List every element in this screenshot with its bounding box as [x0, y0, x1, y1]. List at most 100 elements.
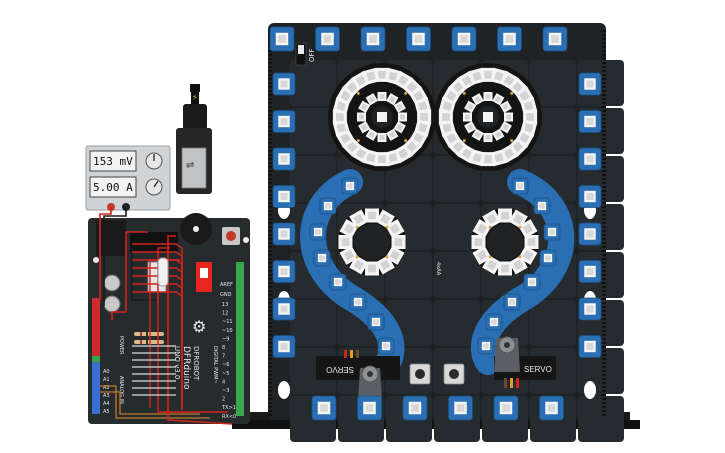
push-button-left[interactable]: [409, 363, 431, 385]
neopixel-led: [272, 110, 296, 133]
voltage-knob[interactable]: [145, 152, 163, 170]
neopixel-led: [272, 260, 296, 283]
reset-button[interactable]: [222, 227, 240, 245]
arduino-board[interactable]: ⚙ DFROBOT DFRduino UNO v3.0 DIGITAL PWM~…: [88, 213, 250, 424]
digital-header[interactable]: [236, 262, 244, 416]
strip-led-chips: [309, 177, 561, 355]
neopixel-led: [523, 273, 541, 291]
neopixel-led: [272, 335, 296, 358]
neopixel-led: [539, 249, 557, 267]
neopixel-led: [272, 297, 296, 321]
ring-led: [524, 235, 539, 249]
neopixel-led: [313, 249, 331, 267]
neopixel-ring-12-right[interactable]: [471, 208, 539, 276]
ring-led: [375, 255, 395, 275]
analog-pin-label: A3: [103, 393, 110, 399]
neopixel-led: [377, 337, 395, 355]
ring-led: [483, 91, 493, 101]
digital-pin-label: ~3: [222, 388, 229, 394]
neopixel-led: [272, 147, 296, 171]
mount-hole-2: [243, 237, 249, 243]
ring-led: [504, 112, 514, 122]
wire-bundle-red[interactable]: [132, 243, 183, 410]
ring-led: [464, 121, 477, 134]
analog-header-label: ANALOG IN: [118, 376, 124, 404]
neopixel-led: [451, 26, 477, 52]
neopixel-led: [578, 185, 602, 208]
resistor-white-pullup: [157, 257, 169, 287]
ring-led: [358, 121, 371, 134]
digital-pin-label: RX<0: [222, 414, 236, 420]
ring-led: [482, 209, 502, 229]
servo-left-label: SERVO: [326, 365, 354, 374]
power-switch[interactable]: OFF: [295, 42, 316, 66]
ring-led: [498, 261, 512, 276]
neopixel-led: [578, 147, 602, 171]
battery-label: 4xAA: [435, 262, 441, 276]
ring-led: [499, 100, 512, 113]
ring-led: [358, 100, 371, 113]
capacitor-2: [103, 295, 121, 313]
neopixel-led: [272, 222, 296, 246]
current-display: [89, 176, 137, 198]
digital-pin-label: ~11: [222, 319, 233, 325]
voltage-readout: 153 mV: [93, 155, 133, 168]
analog-pin-label: A4: [103, 401, 110, 407]
neopixel-ring-24-left[interactable]: [328, 63, 436, 171]
arduino-brand: DFROBOT: [192, 346, 200, 381]
digital-pin-label: 7: [222, 354, 225, 360]
wire-bundle-black[interactable]: [132, 345, 176, 396]
analog-pin-label: A0: [103, 369, 110, 375]
push-button-right[interactable]: [443, 363, 465, 385]
power-header-label: POWER: [118, 336, 124, 355]
neopixel-led: [448, 395, 473, 421]
neopixel-led: [367, 313, 385, 331]
neopixel-led: [272, 72, 296, 96]
neopixel-led: [511, 177, 529, 195]
bench-power-supply[interactable]: 153 mV 5.00 A: [85, 145, 171, 211]
servo-right[interactable]: SERVO: [494, 336, 556, 388]
neopixel-led: [503, 293, 521, 311]
ring-led: [499, 121, 512, 134]
neopixel-ring-12-left[interactable]: [338, 208, 406, 276]
neopixel-led: [578, 222, 602, 246]
ring-led: [365, 93, 378, 106]
ring-led: [508, 255, 528, 275]
neopixel-led: [543, 223, 561, 241]
voltage-display: [89, 150, 137, 172]
neopixel-ring-24-right[interactable]: [434, 63, 542, 171]
servo-left[interactable]: SERVO: [316, 350, 400, 400]
usb-icon: ⇌: [186, 160, 194, 171]
analog-pin-label: A5: [103, 409, 110, 415]
ring-led: [391, 235, 406, 249]
arduino-variant: UNO v3.0: [173, 346, 181, 379]
ring-led: [464, 100, 477, 113]
current-knob[interactable]: [145, 178, 163, 196]
pin-gnd-label: GND: [220, 292, 232, 298]
power-header-pins[interactable]: [92, 298, 100, 356]
analog-header-pins[interactable]: [92, 362, 100, 414]
neopixel-led: [539, 395, 564, 421]
ring-led: [362, 67, 380, 85]
ring-led: [492, 128, 505, 141]
ring-led: [365, 128, 378, 141]
ring-led: [471, 235, 486, 249]
ring-led: [365, 261, 379, 276]
neopixel-led: [533, 197, 551, 215]
digital-pin-label: TX>1: [221, 405, 236, 411]
ring-led: [339, 245, 359, 265]
ring-led: [498, 208, 512, 223]
digital-pin-label: 4: [222, 379, 225, 385]
neopixel-led: [578, 335, 602, 358]
main-board[interactable]: OFF 4xAA SERVO: [268, 23, 624, 442]
usb-cable[interactable]: ⚡ ⇌: [176, 84, 212, 194]
ring-led: [386, 93, 399, 106]
ring-led: [492, 93, 505, 106]
digital-header-label: DIGITAL PWM~: [212, 346, 218, 384]
buzzer[interactable]: [180, 213, 212, 245]
ring-led: [472, 245, 492, 265]
neopixel-led: [341, 177, 359, 195]
